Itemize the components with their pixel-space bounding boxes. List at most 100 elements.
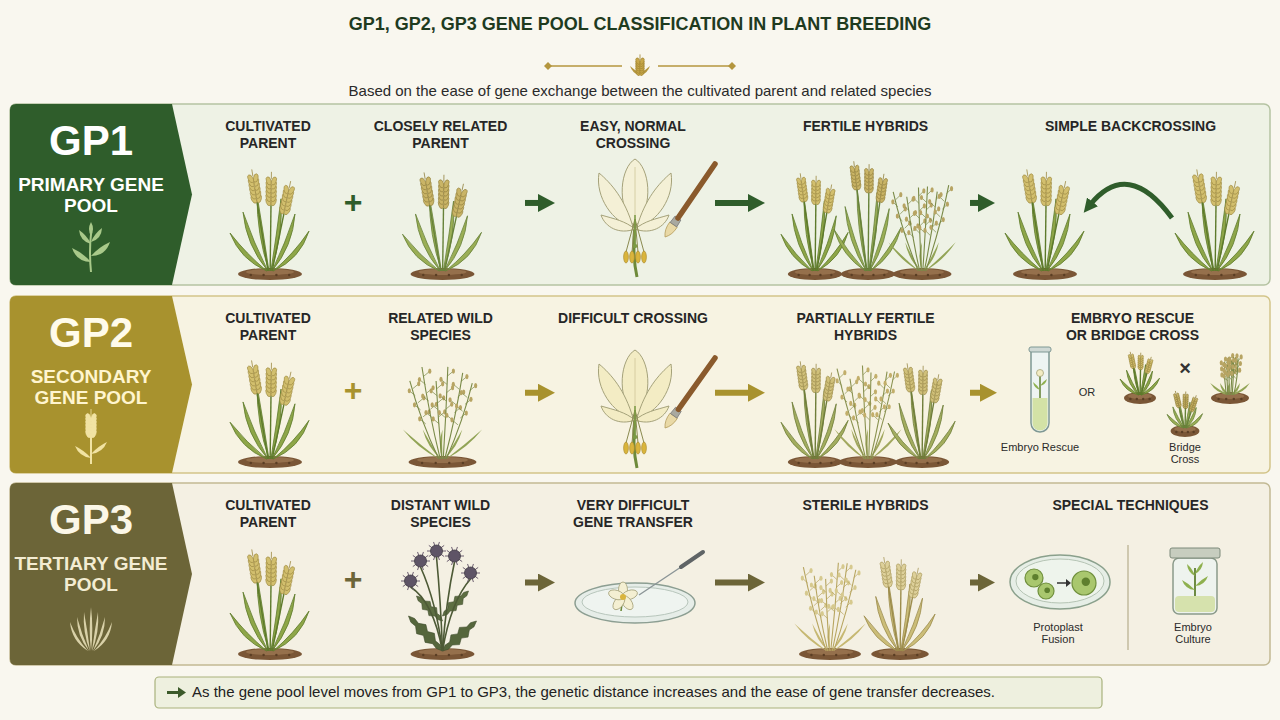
grass-plant bbox=[288, 274, 290, 276]
grass-plant bbox=[1050, 274, 1052, 276]
text-slot: As the gene pool level moves from GP1 to… bbox=[192, 683, 1092, 701]
protoplast-dish bbox=[1025, 569, 1043, 587]
wild-plant bbox=[421, 462, 423, 464]
grass-plant bbox=[804, 197, 814, 271]
grass-plant bbox=[1032, 195, 1044, 271]
leaf-icon bbox=[92, 612, 98, 651]
grass-plant bbox=[814, 204, 816, 271]
wild-plant bbox=[1228, 357, 1231, 362]
wild-plant bbox=[885, 462, 887, 464]
grass-plant bbox=[460, 188, 468, 198]
wild-plant bbox=[931, 187, 934, 192]
wild-plant bbox=[863, 397, 866, 402]
flower bbox=[601, 215, 635, 231]
band-tab bbox=[10, 104, 192, 285]
text-slot: DISTANT WILD SPECIES bbox=[363, 497, 518, 531]
step-box: FERTILE HYBRIDS bbox=[768, 110, 967, 279]
test-tube bbox=[1033, 382, 1040, 390]
grass-plant bbox=[250, 654, 252, 656]
wild-plant bbox=[846, 457, 890, 463]
text-slot: Bridge Cross bbox=[1155, 441, 1215, 466]
flow-arrow bbox=[715, 390, 755, 396]
grass-plant bbox=[817, 212, 827, 271]
grass-plant bbox=[271, 363, 272, 370]
grass-plant bbox=[907, 363, 909, 369]
grass-plant bbox=[1046, 172, 1047, 179]
wild-plant bbox=[819, 585, 822, 590]
grass-plant bbox=[808, 274, 810, 276]
grass-plant bbox=[902, 597, 913, 651]
gene-pool-name: TERTIARY GENE POOL bbox=[10, 553, 172, 596]
grass-plant bbox=[888, 586, 898, 651]
step-box: DISTANT WILD SPECIES bbox=[363, 489, 522, 659]
culture-jar bbox=[1170, 548, 1220, 558]
wild-plant bbox=[857, 570, 860, 575]
wild-plant bbox=[939, 274, 941, 276]
grass-plant bbox=[252, 549, 253, 556]
flower bbox=[642, 442, 647, 454]
wild-plant bbox=[446, 430, 482, 459]
flower bbox=[636, 442, 641, 454]
text-slot: PARTIALLY FERTILE HYBRIDS bbox=[768, 310, 963, 344]
wild-plant bbox=[432, 416, 435, 421]
grass-plant bbox=[275, 274, 277, 276]
wild-plant bbox=[899, 192, 902, 197]
wild-plant bbox=[462, 462, 464, 464]
culture-jar bbox=[1173, 558, 1217, 614]
grass-plant bbox=[1134, 368, 1140, 395]
grass-plant bbox=[269, 585, 271, 651]
wild-plant bbox=[1231, 364, 1234, 369]
grass-plant bbox=[882, 178, 889, 186]
title-ornament bbox=[544, 54, 736, 76]
wild-plant bbox=[812, 623, 828, 651]
wild-plant bbox=[830, 572, 833, 577]
grass-plant bbox=[804, 201, 813, 271]
gene-pool-band bbox=[10, 483, 1270, 665]
wild-plant bbox=[809, 568, 812, 573]
leaf-icon bbox=[84, 612, 90, 651]
step-heading: FERTILE HYBRIDS bbox=[768, 118, 963, 135]
step-box: VERY DIFFICULT GENE TRANSFER bbox=[558, 489, 712, 659]
wild-plant bbox=[875, 412, 878, 417]
text-slot: + bbox=[342, 563, 364, 595]
flow-arrow bbox=[525, 390, 545, 396]
grass-plant bbox=[816, 364, 817, 370]
wild-plant bbox=[896, 373, 899, 378]
thistle-plant bbox=[435, 654, 437, 656]
wild-plant bbox=[923, 228, 926, 233]
wild-plant bbox=[840, 394, 843, 399]
step-heading: SPECIAL TECHNIQUES bbox=[998, 497, 1263, 514]
grass-plant bbox=[1150, 357, 1152, 360]
wild-plant bbox=[927, 274, 929, 276]
grass-plant bbox=[916, 654, 918, 656]
figure-label: Protoplast Fusion bbox=[1016, 621, 1100, 646]
grass-plant bbox=[1175, 169, 1254, 280]
grass-plant bbox=[1141, 373, 1147, 395]
flower bbox=[633, 435, 637, 439]
flow-arrow bbox=[715, 580, 755, 586]
grass-plant bbox=[287, 566, 295, 576]
gene-pool-band: CULTIVATED PARENTRELATED WILD SPECIESDIF… bbox=[10, 296, 1270, 473]
wild-plant bbox=[821, 611, 824, 616]
grass-plant bbox=[448, 274, 450, 276]
thistle-plant bbox=[401, 542, 480, 660]
text-slot: PRIMARY GENE POOL bbox=[10, 174, 172, 217]
wild-plant bbox=[877, 381, 880, 386]
figure-label: Embryo Rescue bbox=[1000, 441, 1080, 453]
leaf-icon bbox=[90, 436, 92, 464]
flower bbox=[634, 215, 636, 245]
text-slot: GP2 bbox=[10, 312, 172, 354]
grass-plant bbox=[1194, 398, 1198, 403]
wild-plant bbox=[830, 578, 833, 583]
wild-plant bbox=[474, 383, 477, 388]
title-ornament bbox=[548, 65, 622, 67]
wild-plant bbox=[915, 274, 917, 276]
grass-plant bbox=[853, 161, 855, 167]
wild-plant bbox=[835, 588, 838, 593]
wild-plant bbox=[907, 197, 920, 271]
grass-plant bbox=[901, 559, 902, 565]
thistle-plant bbox=[461, 654, 463, 656]
wild-plant bbox=[900, 228, 903, 233]
